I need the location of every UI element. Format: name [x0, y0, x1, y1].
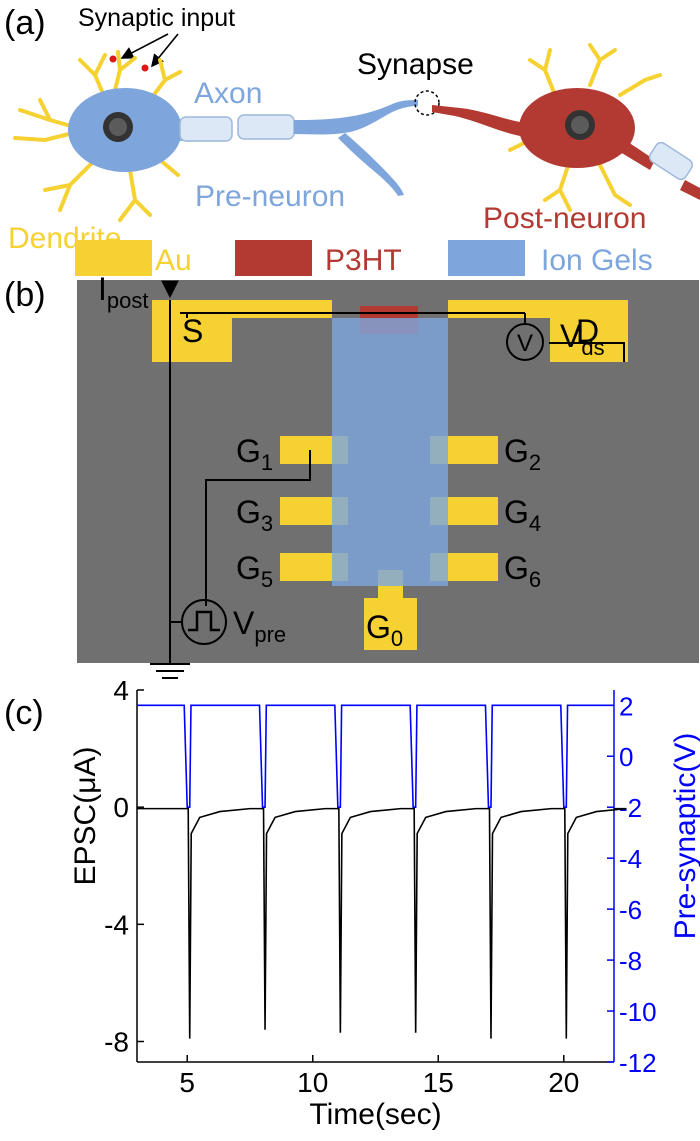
x-axis-label: Time(sec) [309, 1098, 441, 1131]
y-right-tick-label: -4 [619, 844, 642, 874]
vds-label: Vds [560, 318, 605, 360]
y-right-tick-label: -6 [619, 895, 642, 925]
source-electrode [152, 300, 332, 362]
y-right-tick-label: -8 [619, 946, 642, 976]
axon-upper-branch [294, 100, 418, 135]
legend-label-ion-gels: Ion Gels [541, 244, 653, 277]
gate-g2-label: G2 [504, 433, 541, 475]
x-tick-label: 20 [548, 1067, 579, 1098]
post-neuron-myelin [648, 141, 694, 181]
legend-swatch-ion-gels [448, 240, 525, 276]
voltmeter-symbol: V [517, 330, 533, 357]
y-left-tick-label: 0 [113, 792, 129, 823]
y-right-tick-label: 2 [619, 691, 633, 721]
y-left-tick-label: -4 [104, 909, 129, 940]
axon-label: Axon [194, 77, 262, 110]
gate-g3-label: G3 [236, 494, 273, 536]
presynaptic-series-line [137, 704, 614, 809]
y-right-tick-label: -10 [619, 997, 657, 1027]
post-neuron-axon-base [620, 140, 655, 170]
pulse-icon [188, 610, 220, 632]
material-legend: Au P3HT Ion Gels [75, 240, 653, 277]
drain-electrode [448, 300, 628, 362]
y-right-tick-label: -12 [619, 1048, 657, 1078]
y-left-tick-label: -8 [104, 1026, 129, 1057]
gate-g5-label: G5 [236, 550, 273, 592]
source-label: S [182, 313, 203, 349]
x-tick-label: 5 [179, 1067, 195, 1098]
panel-b-label: (b) [4, 276, 46, 314]
pre-neuron-nucleus-core [109, 118, 127, 136]
y-left-tick-label: 4 [113, 675, 129, 706]
x-tick-label: 15 [423, 1067, 454, 1098]
synaptic-input-arrow-2 [150, 33, 179, 68]
myelin-sheath-2 [237, 114, 295, 140]
ground-icon [150, 663, 190, 679]
drain-label: D [576, 313, 599, 349]
ion-gel [332, 318, 448, 586]
post-neuron-axon-end [680, 180, 700, 200]
legend-swatch-p3ht [235, 240, 312, 276]
pre-neuron-label: Pre-neuron [195, 180, 345, 213]
axon-lower-branch [338, 133, 404, 196]
legend-label-p3ht: P3HT [325, 244, 402, 277]
legend-swatch-au [75, 240, 152, 276]
circuit-wiring [169, 300, 625, 664]
gate-g1-label: G1 [236, 433, 273, 475]
post-neuron-label: Post-neuron [483, 202, 646, 235]
synaptic-input-label: Synaptic input [78, 4, 235, 32]
ipost-label: Ipost [98, 271, 148, 313]
gate-g4-label: G4 [504, 494, 541, 536]
post-neuron-nucleus-core [571, 116, 589, 134]
synaptic-input-arrow-1 [120, 33, 169, 59]
panel-a: (a) Synaptic input Axon Pre-neuron Dendr… [4, 4, 700, 255]
y-right-tick-label: -2 [619, 793, 642, 823]
legend-label-au: Au [155, 244, 192, 277]
gate-g0-label: G0 [366, 609, 403, 651]
panel-c-label: (c) [4, 694, 44, 732]
x-tick-label: 10 [297, 1067, 328, 1098]
vpre-label: Vpre [233, 605, 286, 647]
y-right-axis-label: Pre-synaptic(V) [669, 733, 700, 940]
panel-a-label: (a) [4, 4, 46, 42]
y-right-tick-label: 0 [619, 742, 633, 772]
synapse-label: Synapse [357, 48, 474, 81]
epsc-series-line [137, 807, 627, 1039]
panel-b: (b) [4, 271, 699, 679]
synaptic-input-dot-1 [109, 55, 117, 63]
gate-g0 [364, 570, 417, 650]
post-neuron-dendrite-trunk [432, 105, 520, 136]
y-left-axis-label: EPSC(μA) [69, 747, 102, 886]
synaptic-input-dot-2 [141, 64, 149, 72]
gate-g6-label: G6 [504, 550, 541, 592]
myelin-sheath-1 [179, 116, 233, 142]
synapse-circle [414, 90, 440, 116]
